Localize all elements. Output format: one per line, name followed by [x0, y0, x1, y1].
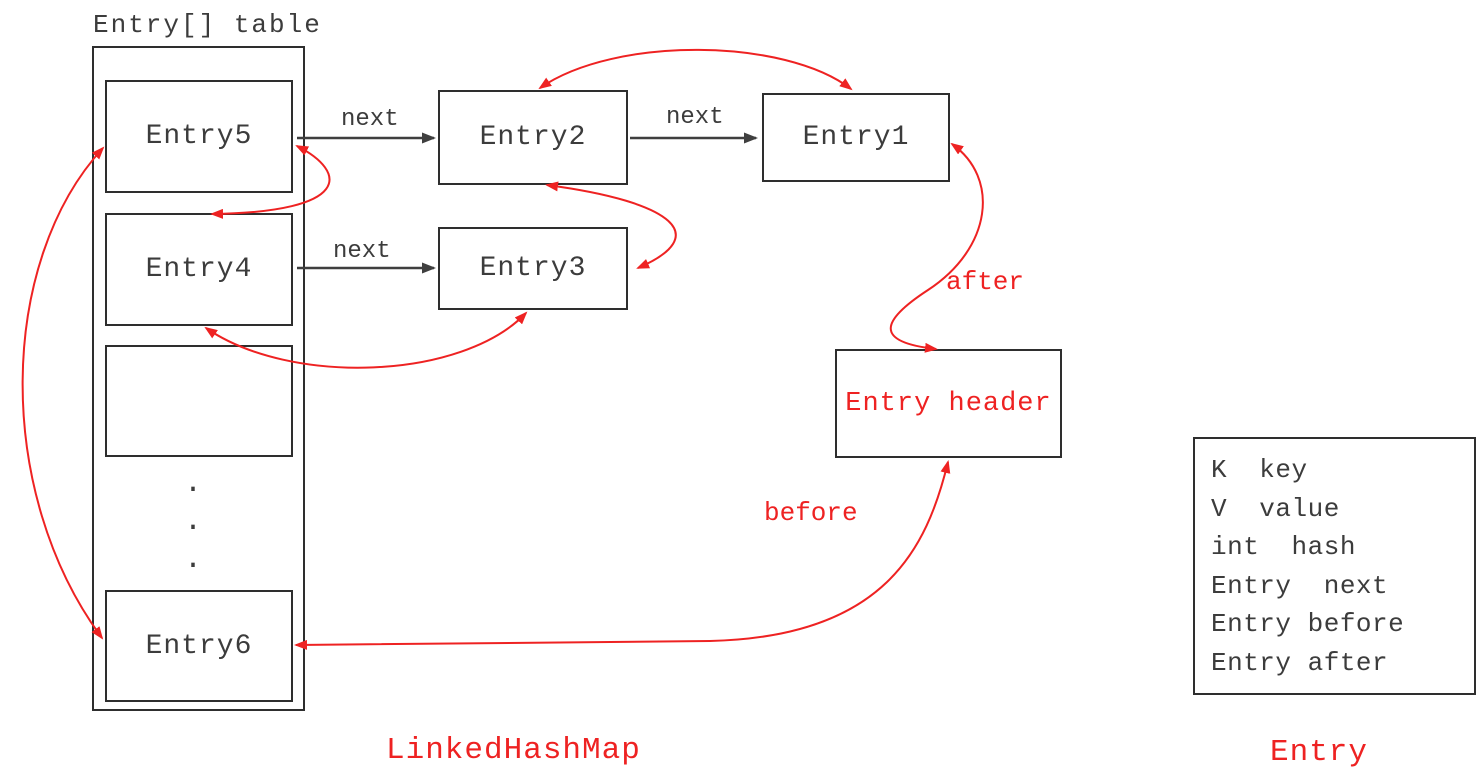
entry6-label: Entry6 — [145, 630, 253, 662]
before-label: before — [764, 498, 858, 528]
entry2-label: Entry2 — [479, 122, 587, 153]
entry-header-label: Entry header — [845, 388, 1052, 419]
entry-struct-field: V value — [1211, 493, 1340, 524]
entry5-node: Entry5 — [105, 80, 293, 193]
next-label-entry5-entry2: next — [341, 106, 399, 133]
entry-header-node: Entry header — [835, 349, 1062, 458]
entry4-node: Entry4 — [105, 213, 293, 326]
link-arrow-entry2-entry1 — [538, 48, 853, 91]
entry1-node: Entry1 — [762, 93, 950, 182]
entry-struct-field: int hash — [1211, 532, 1356, 562]
next-label-entry2-entry1: next — [666, 104, 724, 131]
entry6-node: Entry6 — [105, 590, 293, 702]
entry-caption: Entry — [1270, 735, 1369, 770]
table-ellipsis: . . . — [183, 467, 202, 577]
entry-struct-box: K key V value int hash Entry next Entry … — [1193, 437, 1476, 695]
entry-table-label: Entry[] table — [93, 10, 322, 40]
entry-struct-field: Entry next — [1211, 570, 1389, 601]
entry4-label: Entry4 — [145, 254, 253, 285]
entry-struct-field: K key — [1211, 455, 1308, 485]
entry3-node: Entry3 — [438, 227, 628, 310]
link-arrow-entry5-entry6 — [21, 146, 105, 640]
entry1-label: Entry1 — [802, 122, 910, 153]
next-label-entry4-entry3: next — [333, 238, 391, 265]
entry5-label: Entry5 — [145, 121, 253, 152]
entry2-node: Entry2 — [438, 90, 628, 185]
before-arrow-entry6-header — [294, 460, 951, 650]
empty-slot-node — [105, 345, 293, 457]
entry-struct-field: Entry before — [1211, 609, 1405, 639]
entry-struct-field: Entry after — [1211, 647, 1389, 678]
linkedhashmap-caption: LinkedHashMap — [386, 733, 641, 768]
entry3-label: Entry3 — [479, 253, 587, 284]
after-label: after — [946, 267, 1025, 297]
